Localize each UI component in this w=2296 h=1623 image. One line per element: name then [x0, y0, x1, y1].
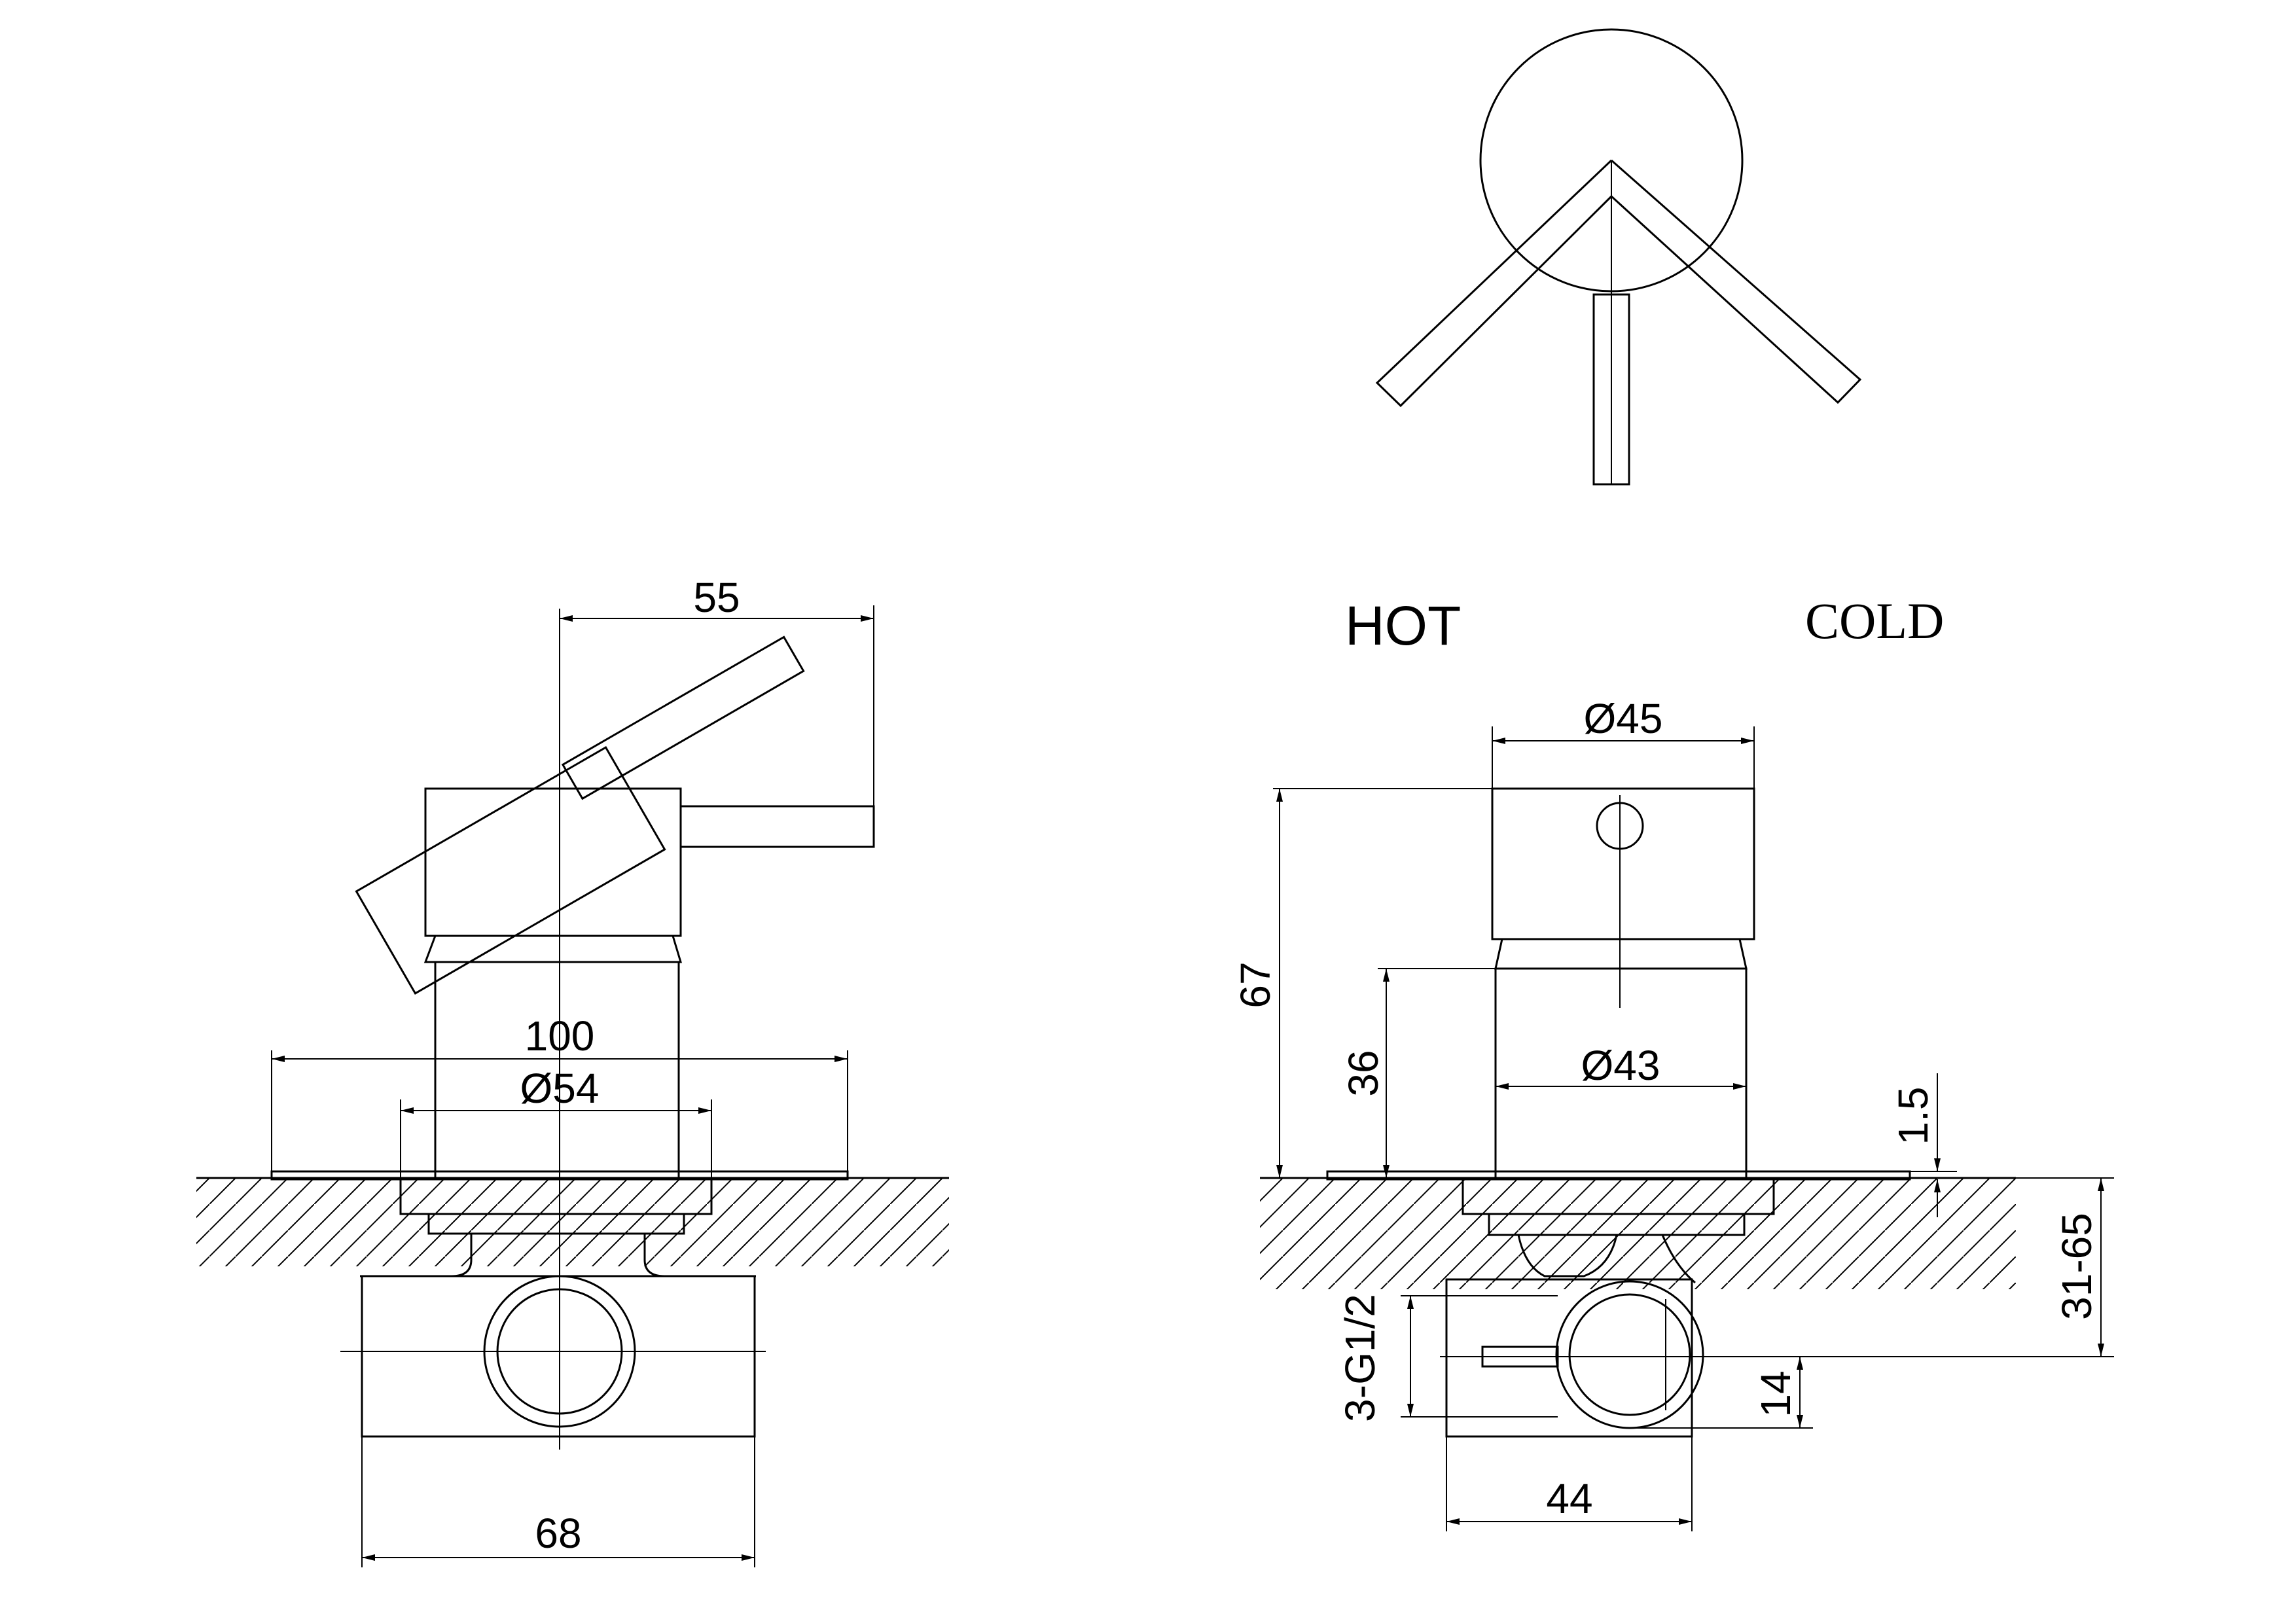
- wall-hatch-left: [196, 1178, 949, 1266]
- dim-port-offset: 14: [1752, 1370, 1799, 1417]
- front-view: Ø45 Ø43 67 36 1.5 31-65 3-G1/2 14: [1232, 695, 2114, 1531]
- dim-thread: 3-G1/2: [1336, 1294, 1384, 1422]
- front-handle: [1491, 787, 1755, 940]
- front-port-outer: [1555, 1280, 1704, 1429]
- wall-hatch-right: [1260, 1178, 2016, 1289]
- dim-handle-dia: Ø45: [1584, 695, 1663, 742]
- dim-plate-width: 100: [525, 1012, 595, 1060]
- side-lever-raised: [355, 635, 805, 995]
- dim-escutcheon-dia: Ø54: [520, 1065, 600, 1112]
- hot-label: HOT: [1345, 595, 1461, 656]
- front-plate: [1326, 1170, 1911, 1181]
- front-port-inner: [1568, 1293, 1691, 1416]
- side-lever-horizontal: [679, 805, 875, 848]
- dim-sleeve-height: 36: [1340, 1050, 1387, 1096]
- lever-position-center: [1592, 160, 1630, 486]
- side-valve-body: [361, 1275, 756, 1438]
- side-handle-block: [424, 787, 682, 937]
- dim-wall-depth: 31-65: [2053, 1213, 2100, 1320]
- dim-body-width-front: 44: [1546, 1475, 1592, 1522]
- dim-total-height: 67: [1232, 961, 1279, 1008]
- dim-lever-reach: 55: [693, 574, 740, 621]
- top-view: [1375, 28, 1862, 486]
- lever-position-cold: [1610, 159, 1862, 404]
- side-view: 55 100 Ø54 68: [196, 574, 949, 1567]
- dim-body-width-side: 68: [535, 1510, 581, 1557]
- dim-sleeve-dia: Ø43: [1581, 1042, 1660, 1089]
- dim-plate-thickness: 1.5: [1890, 1087, 1937, 1145]
- cold-label: COLD: [1805, 592, 1944, 649]
- front-valve-body: [1445, 1278, 1693, 1438]
- lever-position-hot: [1375, 159, 1613, 408]
